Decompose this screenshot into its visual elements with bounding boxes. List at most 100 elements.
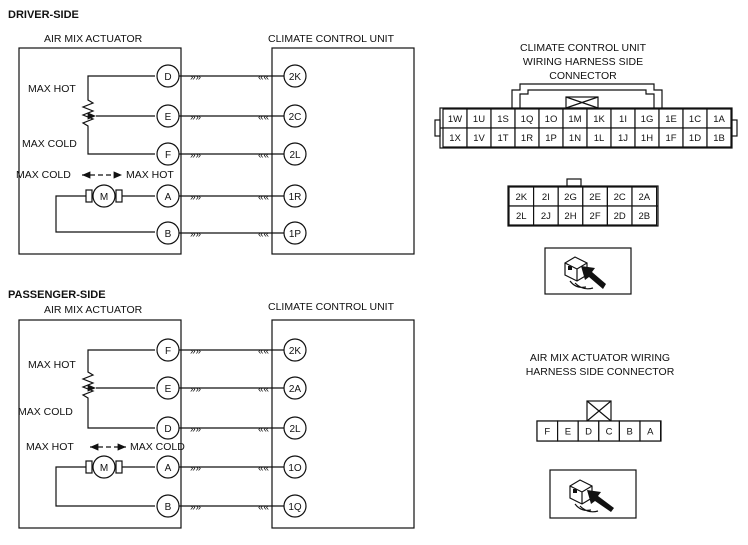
passenger-ccu-label: CLIMATE CONTROL UNIT <box>268 301 395 313</box>
driver-pin-row-4: »» «« A 1R <box>156 184 307 208</box>
ccu-connector-title-line: CONNECTOR <box>549 70 617 82</box>
passenger-motor-dir-left: MAX HOT <box>26 441 74 453</box>
driver-ccu-label: CLIMATE CONTROL UNIT <box>268 33 395 45</box>
driver-actuator-pin-label: D <box>164 72 171 83</box>
passenger-connector-chevron: «« <box>258 346 270 357</box>
driver-motor-brush-left <box>85 189 93 203</box>
passenger-ccu-pin-label: 1O <box>288 463 302 474</box>
driver-connector-chevron: »» <box>190 72 202 83</box>
ccu-connector-figure: CLIMATE CONTROL UNIT WIRING HARNESS SIDE… <box>434 42 738 295</box>
passenger-motor-brush-right <box>115 460 123 474</box>
driver-ccu-pin-label: 1P <box>289 229 302 240</box>
passenger-connector-chevron: «« <box>258 384 270 395</box>
ccu-connector-tab-left <box>434 119 441 137</box>
driver-actuator-pin <box>156 64 180 88</box>
driver-motor-icon <box>92 184 116 208</box>
ccu-pin-cell-label: 1C <box>689 114 701 125</box>
actuator-pin-cell-label: C <box>606 427 613 438</box>
driver-max-cold-label: MAX COLD <box>22 138 77 150</box>
ccu-pin-cell-label: 1W <box>448 114 462 125</box>
ccu-small-pin-cell-label: 2D <box>614 211 626 222</box>
driver-ccu-pin <box>283 104 307 128</box>
actuator-pin-cell-label: B <box>627 427 633 438</box>
ccu-pin-cell-label: 1R <box>521 133 533 144</box>
passenger-actuator-pin <box>156 494 180 518</box>
passenger-ccu-pin-label: 1Q <box>288 502 302 513</box>
driver-actuator-pin <box>156 184 180 208</box>
ccu-small-connector-latch <box>566 178 582 187</box>
passenger-pin-row-2: »» «« E 2A <box>156 376 307 400</box>
ccu-pin-cell-label: 1F <box>665 133 676 144</box>
driver-ccu-pin-label: 2K <box>289 72 302 83</box>
passenger-ccu-pin-label: 2A <box>289 384 302 395</box>
driver-actuator-pin-label: F <box>165 150 171 161</box>
ccu-pin-cell-label: 1K <box>593 114 605 125</box>
driver-ccu-pin-label: 2L <box>289 150 301 161</box>
driver-motor-wiring <box>55 195 155 233</box>
actuator-pin-cell-label: F <box>544 427 550 438</box>
ccu-connector-tab-right <box>731 119 738 137</box>
passenger-actuator-pin <box>156 338 180 362</box>
driver-pin-row-5: »» «« B 1P <box>156 221 307 245</box>
driver-motor-brush-right <box>115 189 123 203</box>
ccu-pin-cell-label: 1M <box>568 114 581 125</box>
passenger-actuator-pin-label: D <box>164 424 171 435</box>
passenger-actuator-pin-label: B <box>165 502 172 513</box>
passenger-actuator-pin <box>156 376 180 400</box>
actuator-connector-title-line: HARNESS SIDE CONNECTOR <box>526 366 675 378</box>
driver-ccu-pin-label: 2C <box>289 112 302 123</box>
ccu-pin-cell-label: 1V <box>473 133 485 144</box>
ccu-pin-cell-label: 1A <box>713 114 725 125</box>
ccu-pin-cell <box>706 127 732 148</box>
ccu-pin-cell-label: 1L <box>594 133 605 144</box>
ccu-pin-cell-label: 1X <box>449 133 461 144</box>
driver-potentiometer <box>81 75 155 155</box>
passenger-actuator-pin-label: E <box>165 384 172 395</box>
driver-pin-row-3: »» «« F 2L <box>156 142 307 166</box>
driver-connector-chevron: »» <box>190 229 202 240</box>
driver-actuator-pin <box>156 104 180 128</box>
driver-actuator-pin-label: A <box>165 192 172 203</box>
ccu-small-pin-cell-label: 2I <box>542 192 550 203</box>
ccu-pin-cell-label: 1U <box>473 114 485 125</box>
passenger-connector-chevron: «« <box>258 463 270 474</box>
passenger-connector-chevron: «« <box>258 502 270 513</box>
ccu-small-pin-cell-label: 2G <box>564 192 577 203</box>
passenger-side-section: PASSENGER-SIDE AIR MIX ACTUATOR CLIMATE … <box>8 289 415 529</box>
passenger-ccu-pin-label: 2L <box>289 424 301 435</box>
ccu-small-pin-cell-label: 2F <box>590 211 601 222</box>
passenger-pin-row-5: »» «« B 1Q <box>156 494 307 518</box>
driver-actuator-box <box>18 47 182 255</box>
actuator-pin-cell-label: E <box>565 427 571 438</box>
ccu-small-pin-cell <box>631 205 658 226</box>
ccu-connector-latch <box>511 83 663 108</box>
driver-motor-letter: M <box>100 192 108 203</box>
passenger-motor-wiring <box>55 466 155 507</box>
actuator-pin-cell-label: A <box>647 427 654 438</box>
passenger-connector-chevron: »» <box>190 463 202 474</box>
passenger-actuator-pin-label: F <box>165 346 171 357</box>
ccu-pin-cell-label: 1G <box>641 114 654 125</box>
actuator-pin-cell-label: D <box>585 427 592 438</box>
driver-ccu-box <box>271 47 415 255</box>
ccu-pin-cell-label: 1J <box>618 133 628 144</box>
ccu-pin-cell-label: 1P <box>545 133 557 144</box>
actuator-connector-view-icon <box>569 479 614 513</box>
passenger-connector-chevron: »» <box>190 346 202 357</box>
passenger-connector-chevron: »» <box>190 384 202 395</box>
ccu-pin-cell-label: 1D <box>689 133 701 144</box>
passenger-pin-row-3: »» «« D 2L <box>156 416 307 440</box>
actuator-connector-title-line: AIR MIX ACTUATOR WIRING <box>530 352 670 364</box>
passenger-ccu-pin <box>283 338 307 362</box>
driver-actuator-pin <box>156 221 180 245</box>
driver-connector-chevron: «« <box>258 192 270 203</box>
driver-connector-chevron: »» <box>190 112 202 123</box>
ccu-small-pin-cell-label: 2A <box>638 192 650 203</box>
driver-ccu-pin <box>283 64 307 88</box>
ccu-small-pin-cell-label: 2B <box>638 211 650 222</box>
ccu-pin-cell-label: 1N <box>569 133 581 144</box>
passenger-ccu-pin <box>283 416 307 440</box>
driver-actuator-pin <box>156 142 180 166</box>
